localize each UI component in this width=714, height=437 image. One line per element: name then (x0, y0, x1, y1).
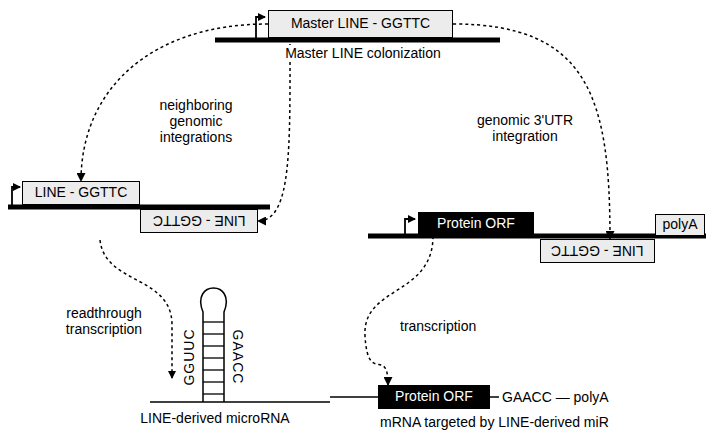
box-text: Protein ORF (395, 389, 473, 404)
mrna-strand (330, 396, 378, 398)
sequence-label: GAACC — polyA (502, 389, 609, 405)
promoter-arrow (12, 187, 20, 205)
orf-box: Protein ORF (418, 212, 534, 236)
box-text: LINE - GGTTC (35, 185, 128, 200)
caption-label: mRNA targeted by LINE-derived miR (380, 414, 609, 430)
dashed-arrow (81, 24, 268, 181)
inverted-line-box: LINE - GGTTC (540, 239, 655, 263)
step-label: transcription (400, 318, 476, 334)
step-label: neighboring genomic integrations (140, 97, 252, 145)
promoter-arrow (405, 219, 415, 234)
promoter-arrow (256, 17, 265, 38)
inverted-line-box: LINE - GGTTC (140, 209, 258, 233)
mrna-strand (490, 396, 499, 398)
process-label: Master LINE colonization (265, 45, 461, 61)
genome-bar (215, 38, 500, 43)
master-line-box: Master LINE - GGTTC (268, 10, 453, 38)
box-text: LINE - GGTTC (153, 213, 246, 228)
line-box: LINE - GGTTC (22, 181, 140, 205)
hairpin (201, 288, 227, 402)
sequence-label: GGUUC (181, 328, 197, 385)
caption-label: LINE-derived microRNA (120, 410, 310, 426)
sequence-label: GAACC (230, 330, 246, 385)
dashed-arrow (453, 24, 610, 239)
base-pairs (203, 322, 224, 394)
box-text: Protein ORF (437, 216, 515, 231)
box-text: Master LINE - GGTTC (291, 16, 430, 31)
step-label: genomic 3'UTR integration (470, 112, 580, 144)
dashed-arrow (258, 38, 290, 221)
rna-strand (150, 401, 330, 403)
orf-box: Protein ORF (378, 385, 490, 409)
box-text: LINE - GGTTC (551, 243, 644, 258)
polya-box: polyA (655, 214, 705, 236)
dashed-arrow (365, 236, 433, 385)
step-label: readthrough transcription (52, 305, 156, 337)
box-text: polyA (662, 217, 697, 232)
